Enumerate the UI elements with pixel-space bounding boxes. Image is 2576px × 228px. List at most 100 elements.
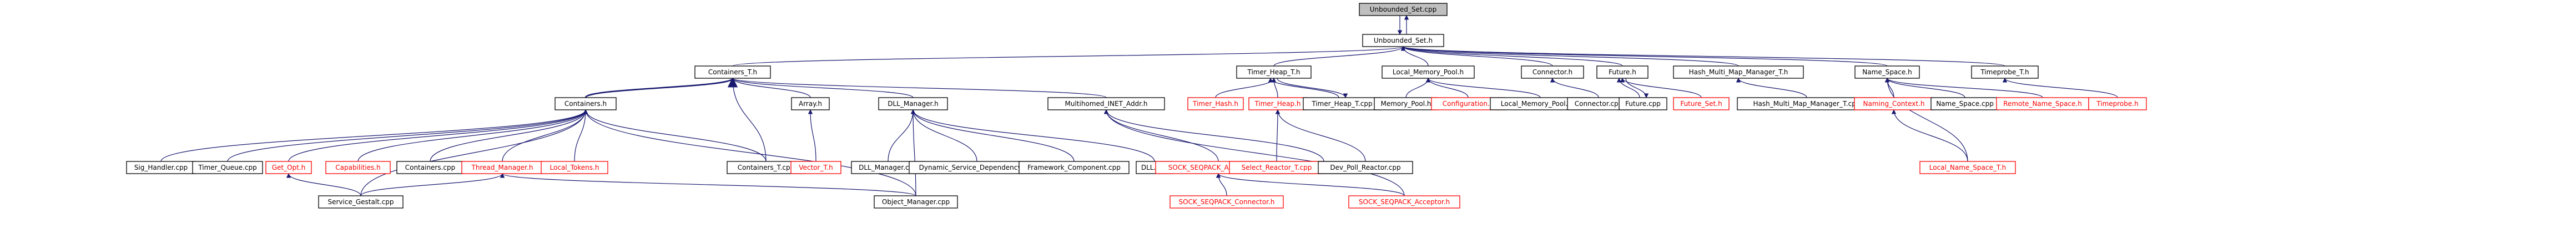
- edge-timeprobe_t_h-to-unbounded_set_h: [1401, 46, 2005, 67]
- node-timer-heap-t-cpp[interactable]: Timer_Heap_T.cpp: [1303, 97, 1382, 110]
- node-containers-cpp[interactable]: Containers.cpp: [396, 161, 464, 174]
- node-label: Vector_T.h: [799, 164, 833, 171]
- node-configuration-h[interactable]: Configuration.h: [1431, 97, 1505, 110]
- node-box: [1047, 97, 1165, 110]
- dependency-edges: [160, 15, 2118, 196]
- edge-timeprobe_h-to-timeprobe_t_h: [2002, 78, 2118, 98]
- node-label: Future.h: [1609, 68, 1636, 76]
- node-memory-pool-h[interactable]: Memory_Pool.h: [1374, 97, 1438, 110]
- node-box: [874, 195, 958, 209]
- node-timer-hash-h[interactable]: Timer_Hash.h: [1187, 97, 1244, 110]
- node-service-gestalt-cpp[interactable]: Service_Gestalt.cpp: [318, 195, 404, 209]
- node-dll-manager-h[interactable]: DLL_Manager.h: [878, 97, 948, 110]
- node-timeprobe-h[interactable]: Timeprobe.h: [2088, 97, 2147, 110]
- node-future-h[interactable]: Future.h: [1596, 65, 1649, 79]
- edge-connector_h-to-unbounded_set_h: [1400, 46, 1553, 67]
- node-timer-heap-t-h[interactable]: Timer_Heap_T.h: [1236, 65, 1312, 79]
- node-dll-manager-cpp[interactable]: DLL_Manager.cpp: [851, 161, 925, 174]
- node-future-cpp[interactable]: Future.cpp: [1619, 97, 1667, 110]
- node-timer-heap-h[interactable]: Timer_Heap.h: [1248, 97, 1307, 110]
- node-remote-name-space-h[interactable]: Remote_Name_Space.h: [1996, 97, 2089, 110]
- node-array-h[interactable]: Array.h: [791, 97, 830, 110]
- node-local-tokens-h[interactable]: Local_Tokens.h: [541, 161, 608, 174]
- edge-framework_component_cpp-to-dll_manager_h: [910, 109, 1075, 162]
- node-label: Connector.cpp: [1575, 100, 1622, 108]
- node-dev-poll-reactor-cpp[interactable]: Dev_Poll_Reactor.cpp: [1318, 161, 1413, 174]
- node-hash-multi-map-manager-t-cpp[interactable]: Hash_Multi_Map_Manager_T.cpp: [1737, 97, 1877, 110]
- node-local-memory-pool-cpp[interactable]: Local_Memory_Pool.cpp: [1490, 97, 1591, 110]
- edge-dll_manager_h-to-containers_t_h: [730, 78, 914, 98]
- node-hash-multi-map-manager-t-h[interactable]: Hash_Multi_Map_Manager_T.h: [1673, 65, 1804, 79]
- edge-memory_pool_h-to-local_memory_pool_h: [1405, 78, 1431, 98]
- edge-future_cpp-to-future_h: [1616, 78, 1640, 98]
- node-label: Sig_Handler.cpp: [134, 164, 188, 171]
- node-naming-context-h[interactable]: Naming_Context.h: [1854, 97, 1934, 110]
- node-containers-t-cpp[interactable]: Containers_T.cpp: [727, 161, 805, 174]
- node-box: [1596, 65, 1649, 79]
- edge-future_h-to-unbounded_set_h: [1400, 46, 1623, 67]
- node-label: Timer_Hash.h: [1192, 100, 1238, 108]
- node-get-opt-h[interactable]: Get_Opt.h: [265, 161, 312, 174]
- node-timer-queue-cpp[interactable]: Timer_Queue.cpp: [192, 161, 263, 174]
- node-label: Containers_T.cpp: [738, 164, 794, 171]
- edge-local_memory_pool_cpp-to-local_memory_pool_h: [1425, 78, 1541, 98]
- node-label: Timer_Heap_T.cpp: [1311, 100, 1372, 108]
- node-thread-manager-h[interactable]: Thread_Manager.h: [461, 161, 543, 174]
- node-box: [1359, 3, 1448, 16]
- edge-object_manager_cpp-to-thread_manager_h: [500, 173, 916, 196]
- node-future-set-h[interactable]: Future_Set.h: [1673, 97, 1730, 110]
- edge-containers_t_h-to-unbounded_set_h: [732, 46, 1405, 67]
- edge-service_gestalt_cpp-to-get_opt_h: [286, 173, 361, 196]
- node-label: Name_Space.cpp: [1936, 100, 1994, 108]
- node-capabilities-h[interactable]: Capabilities.h: [325, 161, 391, 174]
- node-label: Local_Tokens.h: [550, 164, 599, 171]
- node-name-space-cpp[interactable]: Name_Space.cpp: [1930, 97, 1999, 110]
- node-box: [878, 97, 948, 110]
- file-nodes: Unbounded_Set.cppUnbounded_Set.hContaine…: [126, 3, 2147, 209]
- node-name-space-h[interactable]: Name_Space.h: [1854, 65, 1920, 79]
- node-box: [790, 161, 841, 174]
- edge-containers_h-to-containers_t_h: [584, 77, 738, 99]
- node-local-name-space-t-h[interactable]: Local_Name_Space_T.h: [1919, 161, 2016, 174]
- node-containers-t-h[interactable]: Containers_T.h: [694, 65, 771, 79]
- node-connector-cpp[interactable]: Connector.cpp: [1567, 97, 1630, 110]
- node-containers-h[interactable]: Containers.h: [554, 97, 617, 110]
- node-unbounded-set-h[interactable]: Unbounded_Set.h: [1362, 34, 1444, 47]
- edge-sig_handler_cpp-to-containers_h: [160, 109, 588, 162]
- edge-containers_cpp-to-containers_h: [430, 109, 588, 162]
- edge-dev_poll_reactor_cpp-to-timer_heap_h: [1275, 109, 1366, 162]
- edge-dynamic_service_dependency_cpp-to-dll_manager_h: [910, 109, 977, 162]
- node-label: DLL_Manager.cpp: [859, 164, 918, 171]
- node-label: Unbounded_Set.cpp: [1370, 6, 1437, 13]
- node-label: Timer_Heap_T.h: [1247, 68, 1300, 76]
- edge-sock_seqpack_association_h-to-multihomed_inet_addr_h: [1103, 109, 1219, 162]
- edge-dll_cpp-to-dll_manager_h: [910, 109, 1155, 162]
- node-dynamic-service-dependency-cpp[interactable]: Dynamic_Service_Dependency.cpp: [909, 161, 1045, 174]
- node-sock-seqpack-acceptor-h[interactable]: SOCK_SEQPACK_Acceptor.h: [1348, 195, 1460, 209]
- node-label: Containers.cpp: [405, 164, 456, 171]
- node-sock-seqpack-connector-h[interactable]: SOCK_SEQPACK_Connector.h: [1169, 195, 1284, 209]
- node-connector-h[interactable]: Connector.h: [1521, 65, 1584, 79]
- edge-dll_manager_cpp-to-dll_manager_h: [888, 109, 916, 162]
- node-timeprobe-t-h[interactable]: Timeprobe_T.h: [1971, 65, 2039, 79]
- node-box: [1348, 195, 1460, 209]
- node-framework-component-cpp[interactable]: Framework_Component.cpp: [1019, 161, 1130, 174]
- node-unbounded-set-cpp: Unbounded_Set.cpp: [1359, 3, 1448, 16]
- node-vector-t-h[interactable]: Vector_T.h: [790, 161, 841, 174]
- edge-containers_t_cpp-to-containers_t_h: [730, 78, 767, 162]
- edge-timer_heap_t_h-to-unbounded_set_h: [1273, 46, 1406, 67]
- node-label: Dynamic_Service_Dependency.cpp: [919, 164, 1035, 171]
- node-label: Dev_Poll_Reactor.cpp: [1330, 164, 1400, 171]
- node-local-memory-pool-h[interactable]: Local_Memory_Pool.h: [1382, 65, 1475, 79]
- node-multihomed-inet-addr-h[interactable]: Multihomed_INET_Addr.h: [1047, 97, 1165, 110]
- node-label: Capabilities.h: [335, 164, 380, 171]
- edge-object_manager_cpp-to-containers_h: [583, 109, 916, 196]
- node-box: [554, 97, 617, 110]
- edge-capabilities_h-to-containers_h: [357, 109, 588, 162]
- node-object-manager-cpp[interactable]: Object_Manager.cpp: [874, 195, 958, 209]
- edge-name_space_cpp-to-name_space_h: [1884, 78, 1965, 98]
- node-box: [1619, 97, 1667, 110]
- node-label: Name_Space.h: [1862, 68, 1912, 76]
- node-select-reactor-t-cpp[interactable]: Select_Reactor_T.cpp: [1229, 161, 1324, 174]
- node-sig-handler-cpp[interactable]: Sig_Handler.cpp: [126, 161, 196, 174]
